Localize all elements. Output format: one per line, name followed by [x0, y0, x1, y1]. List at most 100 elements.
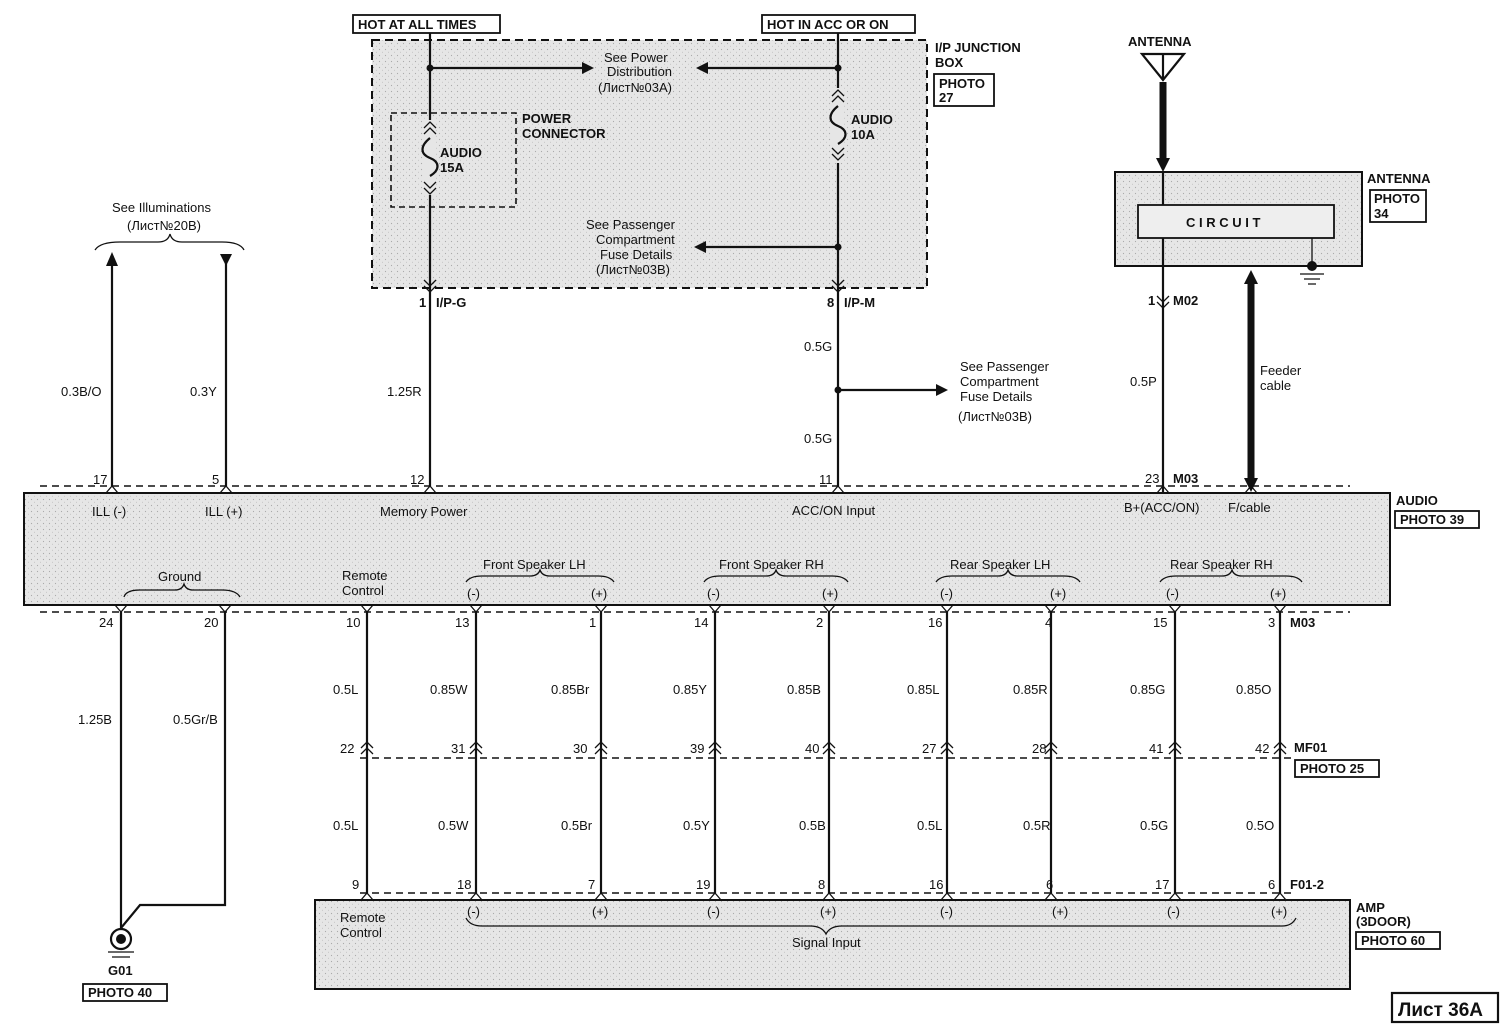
svg-text:BOX: BOX — [935, 55, 964, 70]
svg-text:AUDIO: AUDIO — [440, 145, 482, 160]
svg-text:POWER: POWER — [522, 111, 572, 126]
svg-text:34: 34 — [1374, 206, 1389, 221]
svg-text:6: 6 — [1268, 877, 1275, 892]
svg-text:31: 31 — [451, 741, 465, 756]
svg-text:(Лист№03B): (Лист№03B) — [958, 409, 1032, 424]
amp-unit — [314, 899, 1351, 990]
svg-text:5: 5 — [212, 472, 219, 487]
svg-text:(-): (-) — [1167, 904, 1180, 919]
svg-text:6: 6 — [1046, 877, 1053, 892]
svg-text:(Лист№03A): (Лист№03A) — [598, 80, 672, 95]
svg-text:17: 17 — [93, 472, 107, 487]
svg-text:0.5L: 0.5L — [917, 818, 942, 833]
pin-memory-power: Memory Power — [380, 504, 468, 519]
svg-text:(+): (+) — [1270, 586, 1286, 601]
supply-hot-always: HOT AT ALL TIMES — [352, 14, 501, 34]
svg-text:0.5R: 0.5R — [1023, 818, 1050, 833]
svg-text:1: 1 — [589, 615, 596, 630]
supply-hot-acc: HOT IN ACC OR ON — [761, 14, 916, 34]
svg-text:41: 41 — [1149, 741, 1163, 756]
svg-text:Front Speaker LH: Front Speaker LH — [483, 557, 586, 572]
svg-text:3: 3 — [1268, 615, 1275, 630]
svg-text:0.5G: 0.5G — [1140, 818, 1168, 833]
pin-ill-plus: ILL (+) — [205, 504, 242, 519]
ground-photo: PHOTO 40 — [82, 983, 168, 1002]
svg-text:1: 1 — [1148, 293, 1155, 308]
svg-text:(+): (+) — [1050, 586, 1066, 601]
svg-text:4: 4 — [1045, 615, 1052, 630]
svg-text:23: 23 — [1145, 471, 1159, 486]
svg-text:15A: 15A — [440, 160, 464, 175]
passenger-fuse-ref-2: See Passenger — [960, 359, 1050, 374]
svg-text:42: 42 — [1255, 741, 1269, 756]
svg-text:0.85B: 0.85B — [787, 682, 821, 697]
svg-text:0.5B: 0.5B — [799, 818, 826, 833]
front-speaker-rh-group: Front Speaker RH (-) (+) — [703, 557, 849, 601]
connector-f01-2: F01-2 — [1290, 877, 1324, 892]
svg-text:16: 16 — [929, 877, 943, 892]
ground-group: Ground — [158, 569, 201, 584]
antenna-circuit — [1137, 204, 1335, 239]
svg-text:14: 14 — [694, 615, 708, 630]
amp-polarity-marks: (-) (+) (-) (+) (-) (+) (-) (+) — [467, 904, 1287, 919]
svg-text:G01: G01 — [108, 963, 133, 978]
rear-speaker-rh-group: Rear Speaker RH (-) (+) — [1159, 557, 1303, 601]
svg-text:(+): (+) — [1271, 904, 1287, 919]
svg-text:(+): (+) — [591, 586, 607, 601]
svg-text:PHOTO 25: PHOTO 25 — [1300, 761, 1364, 776]
pin-ill-minus: ILL (-) — [92, 504, 126, 519]
svg-text:(-): (-) — [940, 586, 953, 601]
svg-text:10A: 10A — [851, 127, 875, 142]
mf01-photo: PHOTO 25 — [1294, 759, 1380, 778]
front-speaker-lh-group: Front Speaker LH (-) (+) — [465, 557, 615, 601]
antenna-label: ANTENNA — [1128, 34, 1192, 49]
svg-text:Front Speaker RH: Front Speaker RH — [719, 557, 824, 572]
svg-text:2: 2 — [816, 615, 823, 630]
svg-text:0.5G: 0.5G — [804, 431, 832, 446]
remote-control-group: Remote — [342, 568, 388, 583]
svg-text:AUDIO: AUDIO — [851, 112, 893, 127]
svg-text:(-): (-) — [940, 904, 953, 919]
svg-text:20: 20 — [204, 615, 218, 630]
svg-text:Distribution: Distribution — [607, 64, 672, 79]
svg-text:0.85L: 0.85L — [907, 682, 940, 697]
svg-text:(-): (-) — [467, 904, 480, 919]
pin-bplus: B+(ACC/ON) — [1124, 500, 1199, 515]
svg-text:0.85Br: 0.85Br — [551, 682, 590, 697]
svg-text:Fuse Details: Fuse Details — [960, 389, 1033, 404]
junction-title: I/P JUNCTION — [935, 40, 1021, 55]
svg-text:C I R C U I T: C I R C U I T — [1186, 215, 1260, 230]
svg-text:Compartment: Compartment — [960, 374, 1039, 389]
svg-text:7: 7 — [588, 877, 595, 892]
svg-text:0.5L: 0.5L — [333, 682, 358, 697]
fuse-audio-10a: AUDIO 10A — [829, 88, 893, 163]
svg-text:18: 18 — [457, 877, 471, 892]
svg-text:0.5Br: 0.5Br — [561, 818, 593, 833]
svg-text:27: 27 — [939, 90, 953, 105]
svg-text:(+): (+) — [1052, 904, 1068, 919]
svg-text:8: 8 — [827, 295, 834, 310]
svg-text:40: 40 — [805, 741, 819, 756]
svg-text:(3DOOR): (3DOOR) — [1356, 914, 1411, 929]
audio-unit — [23, 492, 1391, 606]
sheet-number: Лист 36A — [1390, 991, 1500, 1024]
svg-text:30: 30 — [573, 741, 587, 756]
svg-text:Compartment: Compartment — [596, 232, 675, 247]
svg-text:1.25R: 1.25R — [387, 384, 422, 399]
svg-text:0.5Y: 0.5Y — [683, 818, 710, 833]
svg-text:0.3Y: 0.3Y — [190, 384, 217, 399]
power-connector — [390, 112, 517, 208]
svg-text:0.5W: 0.5W — [438, 818, 469, 833]
connector-mf01: MF01 — [1294, 740, 1327, 755]
svg-text:0.85G: 0.85G — [1130, 682, 1165, 697]
svg-text:(-): (-) — [707, 904, 720, 919]
svg-text:AMP: AMP — [1356, 900, 1385, 915]
pin-acc-input: ACC/ON Input — [792, 503, 875, 518]
feeder-cable-label: Feeder — [1260, 363, 1302, 378]
power-distribution-ref: See Power — [604, 50, 668, 65]
svg-text:(-): (-) — [707, 586, 720, 601]
svg-text:27: 27 — [922, 741, 936, 756]
svg-text:HOT IN ACC OR ON: HOT IN ACC OR ON — [767, 17, 889, 32]
connector-m02: M02 — [1173, 293, 1198, 308]
signal-input: Signal Input — [792, 935, 861, 950]
